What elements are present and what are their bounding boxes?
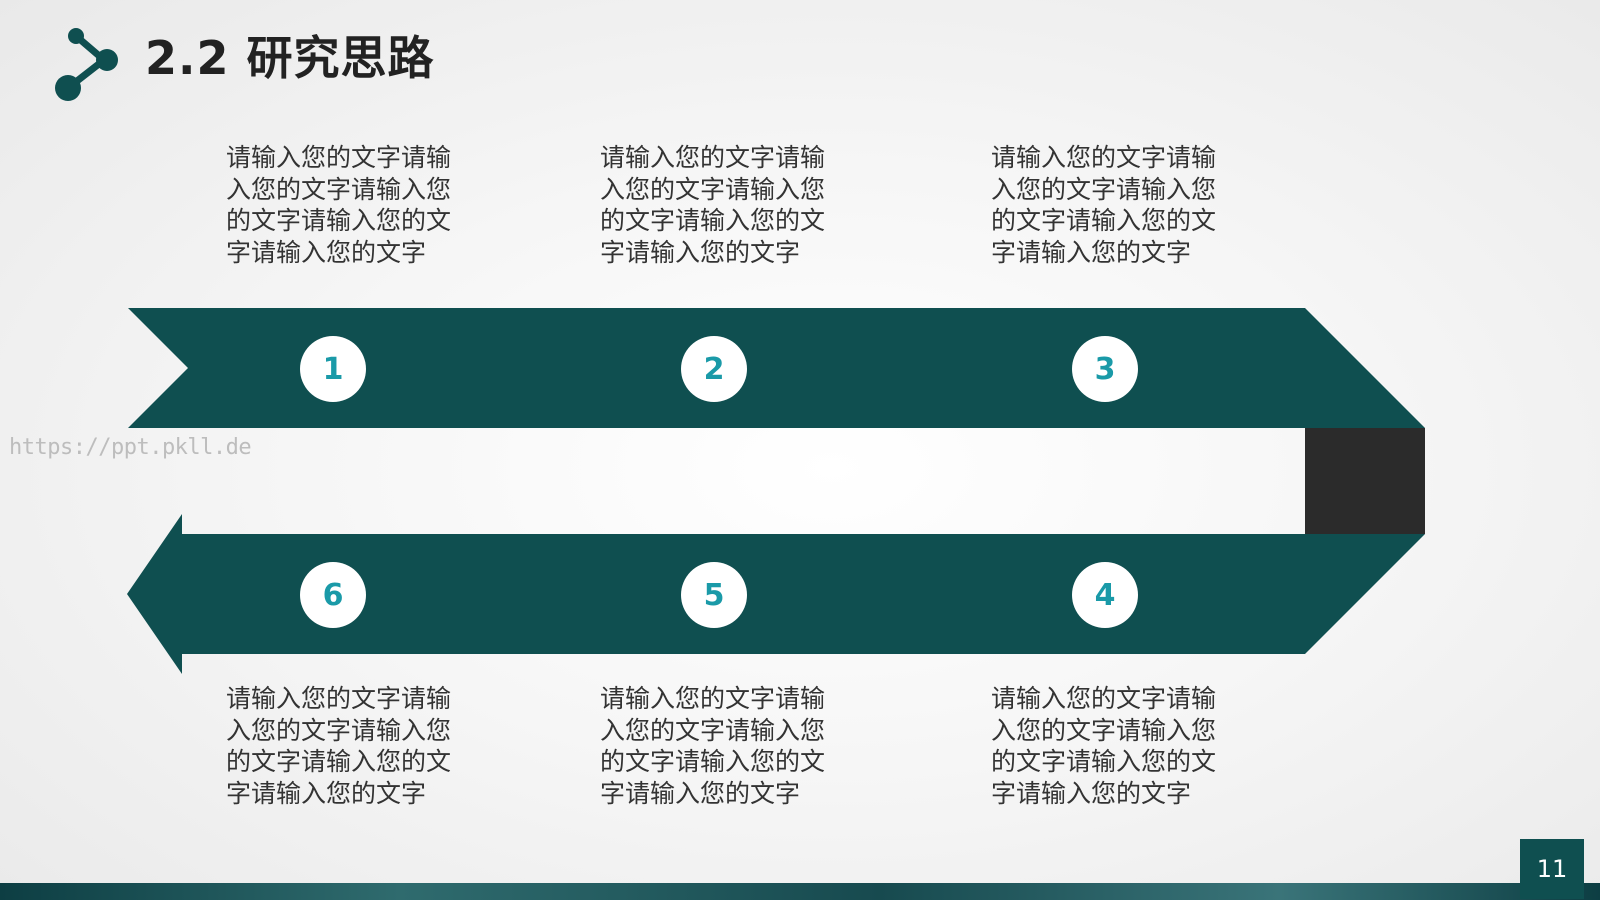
- share-node-icon: [55, 28, 118, 101]
- step-4-text: 请输入您的文字请输入您的文字请输入您的文字请输入您的文字请输入您的文字: [991, 684, 1217, 808]
- step-6-badge: 6: [300, 562, 366, 628]
- step-4-badge: 4: [1072, 562, 1138, 628]
- page-number: 11: [1520, 839, 1584, 899]
- step-5-badge: 5: [681, 562, 747, 628]
- ribbon-connector: [1305, 428, 1425, 534]
- footer-band: [0, 883, 1600, 900]
- step-2-text: 请输入您的文字请输入您的文字请输入您的文字请输入您的文字请输入您的文字: [600, 143, 826, 267]
- step-5-text: 请输入您的文字请输入您的文字请输入您的文字请输入您的文字请输入您的文字: [600, 684, 826, 808]
- page-title: 2.2 研究思路: [145, 31, 435, 85]
- step-3-text: 请输入您的文字请输入您的文字请输入您的文字请输入您的文字请输入您的文字: [991, 143, 1217, 267]
- step-3-badge: 3: [1072, 336, 1138, 402]
- bottom-ribbon-arrow: [127, 514, 1425, 674]
- watermark-url: https://ppt.pkll.de: [9, 435, 252, 460]
- step-2-badge: 2: [681, 336, 747, 402]
- step-6-text: 请输入您的文字请输入您的文字请输入您的文字请输入您的文字请输入您的文字: [226, 684, 452, 808]
- step-1-text: 请输入您的文字请输入您的文字请输入您的文字请输入您的文字请输入您的文字: [226, 143, 452, 267]
- step-1-badge: 1: [300, 336, 366, 402]
